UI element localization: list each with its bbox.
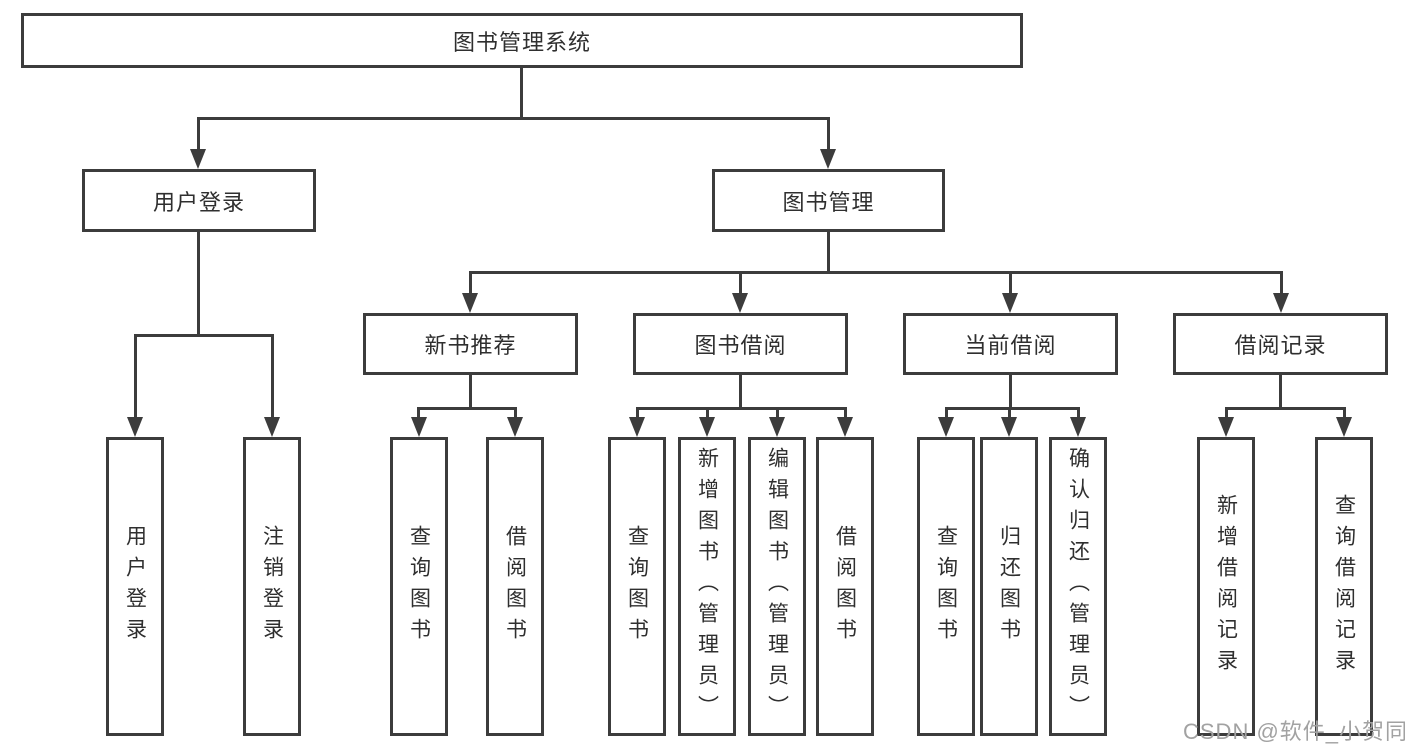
arrow-down-icon <box>1070 417 1086 437</box>
connector-line <box>469 374 472 408</box>
connector-line <box>469 271 1282 274</box>
connector-line <box>945 407 1080 410</box>
connector-line <box>1280 271 1283 293</box>
connector-line <box>827 117 830 149</box>
arrow-down-icon <box>462 293 478 313</box>
node-book-borrow: 图书借阅 <box>633 313 848 375</box>
connector-line <box>1008 407 1011 417</box>
arrow-down-icon <box>411 417 427 437</box>
arrow-down-icon <box>190 149 206 169</box>
connector-line <box>417 407 517 410</box>
connector-line <box>706 407 709 417</box>
connector-line <box>1225 407 1346 410</box>
connector-line <box>1279 374 1282 408</box>
leaf-recommend-query-book: 查询图书 <box>390 437 448 736</box>
leaf-user-login: 用户登录 <box>106 437 164 736</box>
connector-line <box>1009 374 1012 408</box>
connector-line <box>469 271 472 293</box>
leaf-borrow-query-book: 查询图书 <box>608 437 666 736</box>
node-label: 新增图书（管理员） <box>695 447 719 726</box>
connector-line <box>197 117 830 120</box>
connector-line <box>271 334 274 417</box>
arrow-down-icon <box>1218 417 1234 437</box>
leaf-records-query-record: 查询借阅记录 <box>1315 437 1373 736</box>
arrow-down-icon <box>127 417 143 437</box>
connector-line <box>1343 407 1346 417</box>
connector-line <box>417 407 420 417</box>
connector-line <box>945 407 948 417</box>
node-label: 图书管理 <box>782 189 875 215</box>
arrow-down-icon <box>264 417 280 437</box>
connector-line <box>636 407 639 417</box>
node-label: 当前借阅 <box>964 333 1057 358</box>
arrow-down-icon <box>1001 417 1017 437</box>
connector-line <box>197 117 200 149</box>
leaf-current-return-book: 归还图书 <box>980 437 1038 736</box>
connector-line <box>739 374 742 408</box>
arrow-down-icon <box>1002 293 1018 313</box>
node-label: 编辑图书（管理员） <box>765 447 789 726</box>
arrow-down-icon <box>769 417 785 437</box>
node-label: 确认归还（管理员） <box>1066 447 1090 726</box>
node-book-management: 图书管理 <box>712 169 945 232</box>
node-label: 借阅图书 <box>503 524 527 649</box>
connector-line <box>134 334 137 417</box>
connector-line <box>776 407 779 417</box>
node-label: 用户登录 <box>152 189 245 215</box>
leaf-logout: 注销登录 <box>243 437 301 736</box>
connector-line <box>827 232 830 272</box>
leaf-records-add-record: 新增借阅记录 <box>1197 437 1255 736</box>
connector-line <box>1077 407 1080 417</box>
connector-line <box>844 407 847 417</box>
node-label: 注销登录 <box>260 524 284 649</box>
node-label: 查询图书 <box>934 524 958 649</box>
node-borrow-records: 借阅记录 <box>1173 313 1388 375</box>
connector-line <box>1225 407 1228 417</box>
node-label: 新增借阅记录 <box>1214 493 1238 680</box>
arrow-down-icon <box>837 417 853 437</box>
node-label: 查询图书 <box>625 524 649 649</box>
node-label: 归还图书 <box>997 524 1021 649</box>
node-user-login: 用户登录 <box>82 169 316 232</box>
arrow-down-icon <box>938 417 954 437</box>
arrow-down-icon <box>820 149 836 169</box>
connector-line <box>134 334 274 337</box>
arrow-down-icon <box>507 417 523 437</box>
leaf-borrow-edit-book-admin: 编辑图书（管理员） <box>748 437 806 736</box>
leaf-borrow-borrow-book: 借阅图书 <box>816 437 874 736</box>
node-label: 查询借阅记录 <box>1332 493 1356 680</box>
node-label: 用户登录 <box>123 524 147 649</box>
connector-line <box>739 271 742 293</box>
connector-line <box>197 232 200 335</box>
arrow-down-icon <box>629 417 645 437</box>
arrow-down-icon <box>699 417 715 437</box>
connector-line <box>520 68 523 118</box>
arrow-down-icon <box>732 293 748 313</box>
node-label: 借阅记录 <box>1234 333 1327 358</box>
node-current-borrow: 当前借阅 <box>903 313 1118 375</box>
leaf-current-query-book: 查询图书 <box>917 437 975 736</box>
arrow-down-icon <box>1273 293 1289 313</box>
connector-line <box>636 407 847 410</box>
node-label: 查询图书 <box>407 524 431 649</box>
connector-line <box>1009 271 1012 293</box>
node-library-management-system: 图书管理系统 <box>21 13 1023 68</box>
node-label: 借阅图书 <box>833 524 857 649</box>
connector-line <box>514 407 517 417</box>
leaf-recommend-borrow-book: 借阅图书 <box>486 437 544 736</box>
node-label: 图书管理系统 <box>452 29 591 55</box>
node-label: 图书借阅 <box>694 333 787 358</box>
node-new-book-recommend: 新书推荐 <box>363 313 578 375</box>
leaf-borrow-add-book-admin: 新增图书（管理员） <box>678 437 736 736</box>
node-label: 新书推荐 <box>424 333 517 358</box>
watermark: CSDN @软件_小贺同学 <box>1183 719 1405 744</box>
arrow-down-icon <box>1336 417 1352 437</box>
leaf-current-confirm-return-admin: 确认归还（管理员） <box>1049 437 1107 736</box>
